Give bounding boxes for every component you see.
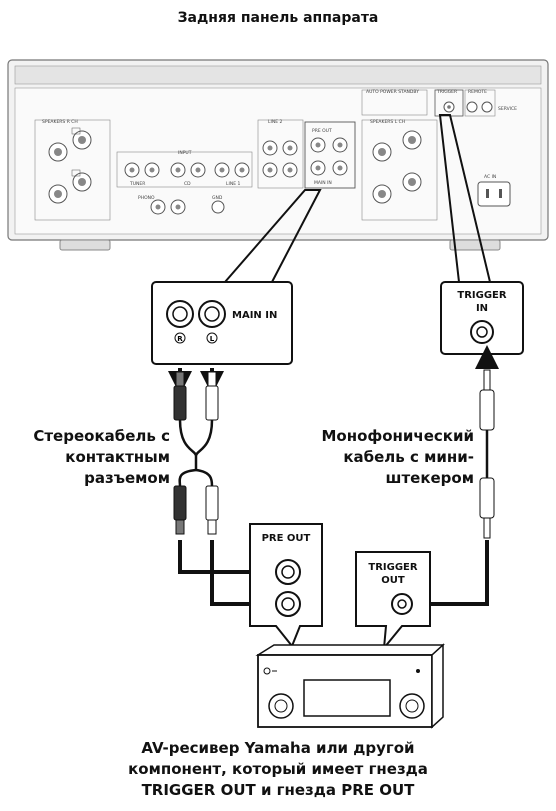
amplifier-rear-panel: SPEAKERS R CH INPUT TUNER CD LINE 1 PHON… [7,59,549,251]
pre-out-panel-label: PRE OUT [312,128,332,134]
trigger-in-callout: TRIGGER IN [440,281,524,355]
av-receiver-label: AV-ресивер Yamaha или другой компонент, … [128,739,428,799]
auto-power-standby-label: AUTO POWER STANDBY [366,89,419,95]
pre-out-label: PRE OUT [262,533,311,544]
gnd-label: GND [212,195,223,201]
line1-label: LINE 1 [226,181,240,187]
cd-label: CD [184,181,191,187]
line2-label: LINE 2 [268,119,282,125]
main-in-callout: R L MAIN IN [151,281,293,365]
trigger-out-label-1: TRIGGER [368,562,417,573]
pre-out-callout: PRE OUT [249,523,323,648]
av-receiver [255,643,445,729]
speakers-r-label: SPEAKERS R CH [42,119,78,125]
tuner-label: TUNER [129,181,145,187]
trigger-panel-label: TRIGGER [436,89,457,95]
speakers-l-label: SPEAKERS L CH [370,119,405,125]
trigger-out-label-2: OUT [381,575,405,586]
jack-l-label: L [210,335,215,343]
jack-r-label: R [177,335,183,343]
trigger-in-label-1: TRIGGER [457,290,506,301]
stereo-cable-label: Стереокабель с контактным разъемом [33,427,170,487]
input-label: INPUT [178,150,192,156]
mono-cable-label: Монофонический кабель с мини- штекером [321,427,474,487]
callout-pointers [224,114,491,283]
trigger-in-label-2: IN [476,303,488,314]
phono-label: PHONO [138,195,155,201]
mono-mini-plug-cable [406,345,499,616]
page-title: Задняя панель аппарата [177,10,379,26]
remote-panel-label: REMOTE [468,89,487,95]
stereo-rca-cable [168,368,274,616]
main-in-label: MAIN IN [232,310,277,321]
main-in-panel-label: MAIN IN [314,180,332,186]
ac-in-label: AC IN [484,174,496,180]
trigger-out-callout: TRIGGER OUT [355,551,431,652]
service-label: SERVICE [498,106,517,112]
